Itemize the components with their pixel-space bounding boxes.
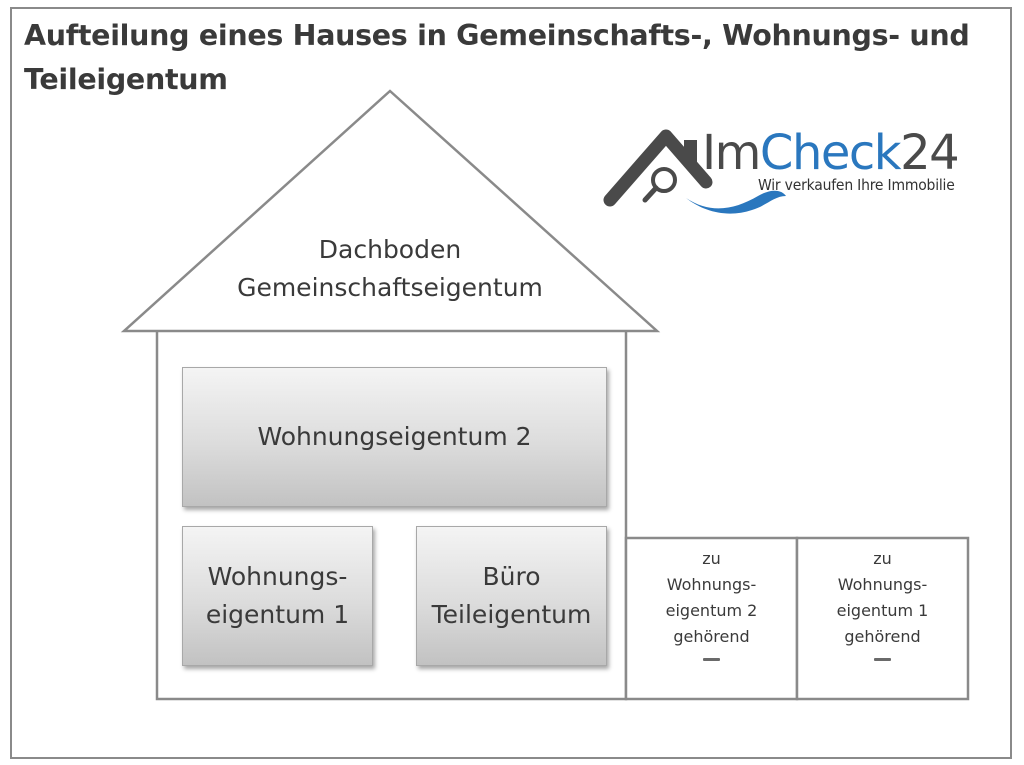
dash-mark [703, 658, 720, 661]
room-label-line2: Teileigentum [431, 600, 592, 629]
annex-label-line2: Wohnungs- [837, 575, 928, 594]
annex-label-line3: eigentum 2 [665, 601, 758, 620]
diagram-frame [10, 7, 1012, 759]
room-label: Wohnungseigentum 2 [257, 422, 532, 451]
room-wohnungseigentum-2: Wohnungseigentum 2 [182, 367, 607, 507]
attic-label-line2: Gemeinschaftseigentum [237, 273, 543, 302]
annex-label-line3: eigentum 1 [836, 601, 929, 620]
logo-mark [603, 129, 713, 207]
wave-icon [686, 190, 786, 214]
magnifier-icon [642, 167, 677, 203]
attic-label-line1: Dachboden [318, 235, 462, 264]
annex-label-line1: zu [702, 549, 721, 568]
logo-wordmark: ImCheck24 [702, 125, 960, 181]
room-wohnungseigentum-1: Wohnungs- eigentum 1 [182, 526, 373, 666]
room-label-line1: Wohnungs- [207, 562, 348, 591]
logo: ImCheck24 Wir verkaufen Ihre Immobilie [598, 124, 978, 220]
house-roof [120, 89, 661, 333]
attic-label: Dachboden Gemeinschaftseigentum [190, 231, 590, 307]
annex-box-2 [795, 536, 970, 701]
logo-word-im: Im [702, 125, 761, 181]
house-roof-icon [603, 129, 713, 207]
room-label-line1: Büro [482, 562, 541, 591]
logo-word-24: 24 [900, 125, 960, 181]
annex-label-line4: gehörend [673, 627, 750, 646]
annex-label-1: zu Wohnungs- eigentum 2 gehörend [626, 546, 797, 661]
annex-label-2: zu Wohnungs- eigentum 1 gehörend [797, 546, 968, 661]
annex-label-line2: Wohnungs- [666, 575, 757, 594]
chimney-icon [684, 140, 697, 166]
logo-word-check: Check [759, 125, 902, 181]
house-walls [155, 331, 628, 701]
annex-label-line1: zu [873, 549, 892, 568]
room-buero-teileigentum: Büro Teileigentum [416, 526, 607, 666]
room-label-line2: eigentum 1 [205, 600, 350, 629]
annex-label-line4: gehörend [844, 627, 921, 646]
logo-tagline: Wir verkaufen Ihre Immobilie [758, 176, 955, 194]
page-title: Aufteilung eines Hauses in Gemeinschafts… [24, 19, 970, 96]
dash-mark [874, 658, 891, 661]
